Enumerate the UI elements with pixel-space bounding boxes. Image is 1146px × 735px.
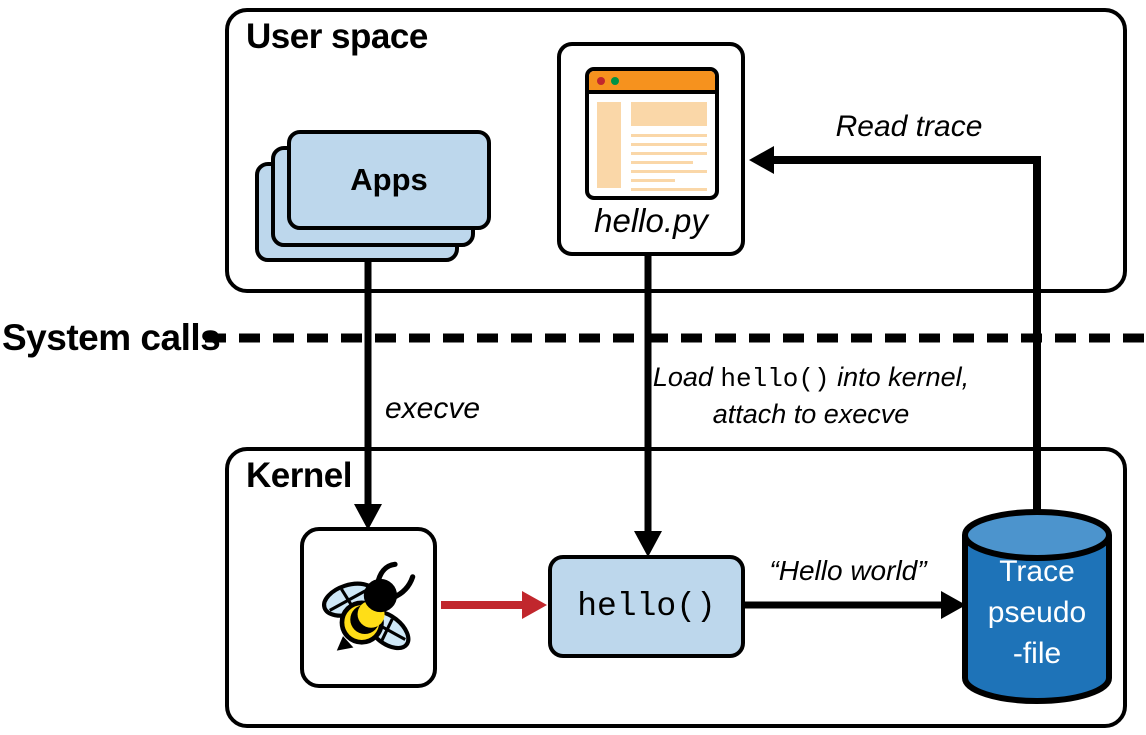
browser-titlebar (589, 71, 715, 94)
kernel-label: Kernel (246, 456, 352, 495)
load-arrow-label: Load hello() into kernel, attach to exec… (652, 362, 970, 429)
execve-arrow-label: execve (385, 392, 481, 425)
content-text-line (631, 143, 707, 146)
content-column (631, 102, 707, 191)
content-text-line (631, 161, 694, 164)
hello-world-arrow-label: “Hello world” (769, 555, 927, 586)
content-text-line (631, 170, 707, 173)
hello-function-node: hello() (548, 555, 745, 658)
hello-function-label: hello() (577, 588, 716, 625)
red-dot-icon (597, 76, 605, 85)
browser-content (589, 94, 715, 196)
apps-label: Apps (350, 162, 428, 197)
hello-py-node: hello.py (557, 42, 745, 256)
content-sidebar-block (597, 102, 621, 188)
database-cylinder-icon (962, 509, 1112, 704)
system-calls-label: System calls (2, 317, 221, 358)
ebpf-bee-icon (321, 561, 415, 651)
browser-window-icon (585, 67, 719, 200)
read-trace-arrow-label: Read trace (835, 110, 983, 143)
ebpf-program-node (300, 527, 437, 688)
user-space-label: User space (246, 17, 428, 56)
green-dot-icon (611, 76, 619, 85)
content-text-line (631, 152, 707, 155)
apps-node: Apps (287, 130, 491, 230)
content-text-line (631, 179, 676, 182)
hello-py-label: hello.py (594, 202, 708, 239)
content-text-line (631, 134, 707, 137)
content-text-line (631, 188, 707, 191)
trace-pseudo-file-label: Trace pseudo -file (987, 555, 1087, 670)
content-hero-block (631, 102, 707, 126)
